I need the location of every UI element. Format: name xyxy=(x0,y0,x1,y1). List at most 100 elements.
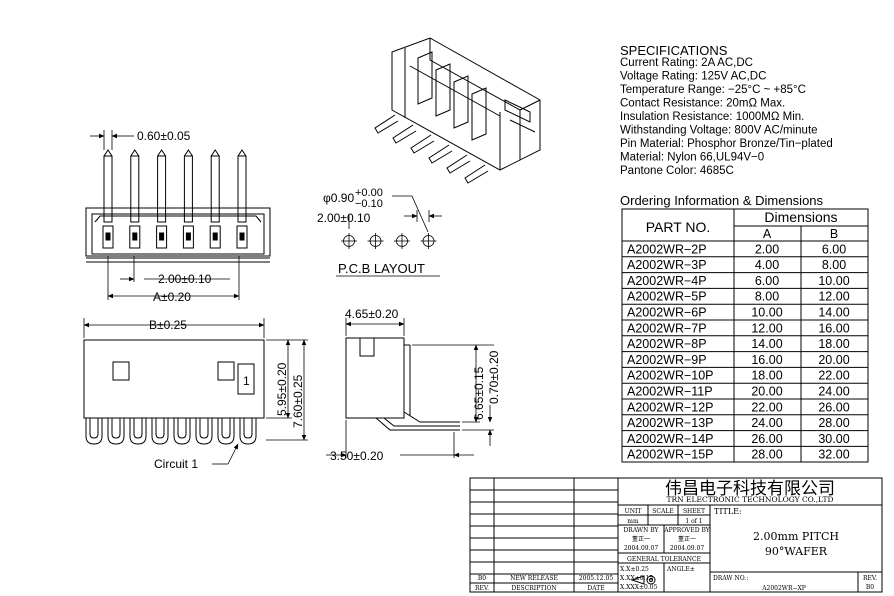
front-pin-inner xyxy=(199,418,209,439)
pcb-pitch-label: 2.00±0.10 xyxy=(317,211,371,225)
revision-column-date: DATE xyxy=(587,585,604,592)
part-number-cell: A2002WR−10P xyxy=(627,369,714,383)
title-line-2: 90°WAFER xyxy=(765,545,828,558)
part-no-header: PART NO. xyxy=(646,219,711,235)
dimension-a-cell: 18.00 xyxy=(751,369,782,383)
spec-line: Temperature Range: −25°C ~ +85°C xyxy=(620,84,806,96)
ordering-table xyxy=(621,208,869,463)
part-number-cell: A2002WR−9P xyxy=(627,353,707,367)
pin-contact xyxy=(156,225,168,249)
pin-shaft xyxy=(183,155,193,223)
front-pin xyxy=(107,418,125,445)
front-pin-inner xyxy=(89,418,99,439)
pin-tip xyxy=(103,149,113,157)
dimension-a-cell: 2.00 xyxy=(755,242,779,256)
hole-diameter-label: φ0.90 xyxy=(323,191,354,205)
pcb-layout-title: P.C.B LAYOUT xyxy=(338,261,425,276)
part-number-cell: A2002WR−8P xyxy=(627,337,707,351)
pcb-layout xyxy=(336,195,442,277)
dimension-b-cell: 24.00 xyxy=(818,385,849,399)
part-number-cell: A2002WR−4P xyxy=(627,274,707,288)
pin-contact-fill xyxy=(239,232,245,241)
front-pin-inner xyxy=(111,418,121,439)
pin-contact xyxy=(182,225,194,249)
pin-tip xyxy=(210,149,220,157)
side-height-2-label: 0.70±0.20 xyxy=(487,350,501,404)
b-dimension-label: B±0.25 xyxy=(149,318,187,332)
side-view xyxy=(345,337,460,431)
front-pin xyxy=(129,418,147,445)
title-line-1: 2.00mm PITCH xyxy=(753,530,839,543)
pin-shaft xyxy=(237,155,247,223)
pin-tip xyxy=(237,149,247,157)
approved-by-name: 董正一 xyxy=(678,535,696,543)
tolerance-2: X.XX±0.15 xyxy=(620,575,653,582)
dimension-a-cell: 10.00 xyxy=(751,306,782,320)
dimension-a-cell: 12.00 xyxy=(751,321,782,335)
dimension-a-cell: 4.00 xyxy=(755,258,779,272)
pin-contact-fill xyxy=(105,232,111,241)
dimension-a-cell: 20.00 xyxy=(751,385,782,399)
front-pin-inner xyxy=(177,418,187,439)
front-view xyxy=(83,339,265,445)
front-view-dimensions xyxy=(83,318,308,465)
dimension-b-cell: 32.00 xyxy=(818,448,849,462)
scale-label: SCALE xyxy=(652,508,673,515)
dimension-b-cell: 6.00 xyxy=(822,242,846,256)
front-pin xyxy=(85,418,103,445)
dimension-a-cell: 24.00 xyxy=(751,416,782,430)
part-number-cell: A2002WR−2P xyxy=(627,242,707,256)
column-a-header: A xyxy=(763,227,772,241)
front-pin xyxy=(151,418,169,445)
dimension-a-cell: 26.00 xyxy=(751,432,782,446)
dimension-b-cell: 12.00 xyxy=(818,290,849,304)
revision-row-rev: B0 xyxy=(478,575,486,582)
spec-line: Pantone Color: 4685C xyxy=(620,165,734,177)
sheet-value: 1 of 1 xyxy=(685,518,702,525)
company-chinese-name: 伟昌电子科技有限公司 xyxy=(665,479,835,499)
dimension-b-cell: 16.00 xyxy=(818,321,849,335)
unit-label: UNIT xyxy=(625,508,642,515)
front-pin xyxy=(239,418,257,445)
revision-row-description: NEW RELEASE xyxy=(510,575,558,582)
dimension-b-cell: 14.00 xyxy=(818,306,849,320)
pin-tip xyxy=(130,149,140,157)
front-pin xyxy=(195,418,213,445)
drawn-by-label: DRAWN BY xyxy=(623,527,659,534)
dimension-a-cell: 16.00 xyxy=(751,353,782,367)
revision-column-rev: REV. xyxy=(475,585,489,592)
part-number-cell: A2002WR−12P xyxy=(627,400,714,414)
front-pin-inner xyxy=(133,418,143,439)
dimension-b-cell: 26.00 xyxy=(818,400,849,414)
pin-tip xyxy=(183,149,193,157)
dimension-b-cell: 30.00 xyxy=(818,432,849,446)
specifications-heading: SPECIFICATIONS xyxy=(620,43,728,58)
pin-contact-fill xyxy=(185,232,191,241)
dimension-a-cell: 14.00 xyxy=(751,337,782,351)
title-block xyxy=(469,477,883,593)
side-view-dimensions xyxy=(326,318,494,458)
height-1-label: 5.95±0.20 xyxy=(275,362,289,416)
part-number-cell: A2002WR−13P xyxy=(627,416,714,430)
dimension-b-cell: 8.00 xyxy=(822,258,846,272)
pin-contact-fill xyxy=(132,232,138,241)
part-number-cell: A2002WR−11P xyxy=(627,385,713,399)
tolerance-1: X.X±0.25 xyxy=(620,566,649,573)
dimension-b-cell: 22.00 xyxy=(818,369,849,383)
pin-contact xyxy=(102,225,114,249)
draw-no-label: DRAW NO.: xyxy=(713,575,748,582)
hole-tol-plus: +0.00 xyxy=(355,187,383,199)
revision-row-date: 2005.12.05 xyxy=(579,575,614,582)
unit-value: mm xyxy=(627,518,639,525)
top-view xyxy=(85,149,271,263)
dimension-b-cell: 18.00 xyxy=(818,337,849,351)
part-number-cell: A2002WR−5P xyxy=(627,290,707,304)
spec-line: Pin Material: Phosphor Bronze/Tin−plated xyxy=(620,138,833,150)
draw-no-value: A2002WR−XP xyxy=(761,585,806,592)
pin-shaft xyxy=(103,155,113,223)
sheet-label: SHEET xyxy=(683,508,705,515)
dimension-a-cell: 28.00 xyxy=(751,448,782,462)
spec-line: Voltage Rating: 125V AC,DC xyxy=(620,71,766,83)
